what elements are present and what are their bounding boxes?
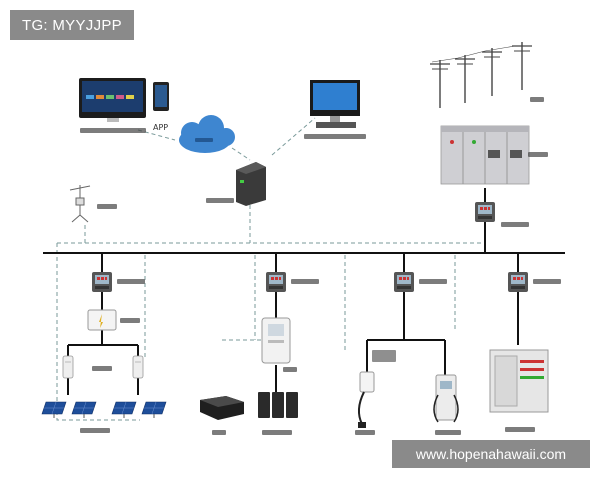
pcs-cabinet-icon — [261, 317, 291, 364]
watermark-site: www.hopenahawaii.com — [392, 440, 590, 468]
switchgear-icon — [440, 125, 530, 185]
power-meter-icon — [92, 202, 528, 292]
desktop-icon — [310, 80, 360, 128]
power-bus — [43, 188, 565, 395]
ems-icon — [200, 396, 244, 420]
watermark-tag: TG: MYYJJPP — [10, 10, 134, 40]
dc-charger-icon — [433, 374, 459, 423]
solar-panel-icon — [41, 401, 167, 419]
weather-station-icon — [69, 185, 91, 223]
app-label: APP — [153, 123, 168, 132]
combiner-box-icon — [87, 309, 117, 331]
cloud-icon — [179, 115, 235, 153]
distribution-cabinet-icon — [489, 349, 549, 413]
communication-lines — [56, 117, 486, 421]
gateway-icon — [236, 162, 266, 206]
battery-icon — [258, 392, 298, 418]
pc-monitor-icon — [79, 78, 146, 122]
power-pole-icon — [429, 41, 533, 109]
caption-marks — [80, 97, 561, 435]
ac-charger-icon — [358, 371, 375, 428]
phone-icon — [153, 82, 169, 111]
